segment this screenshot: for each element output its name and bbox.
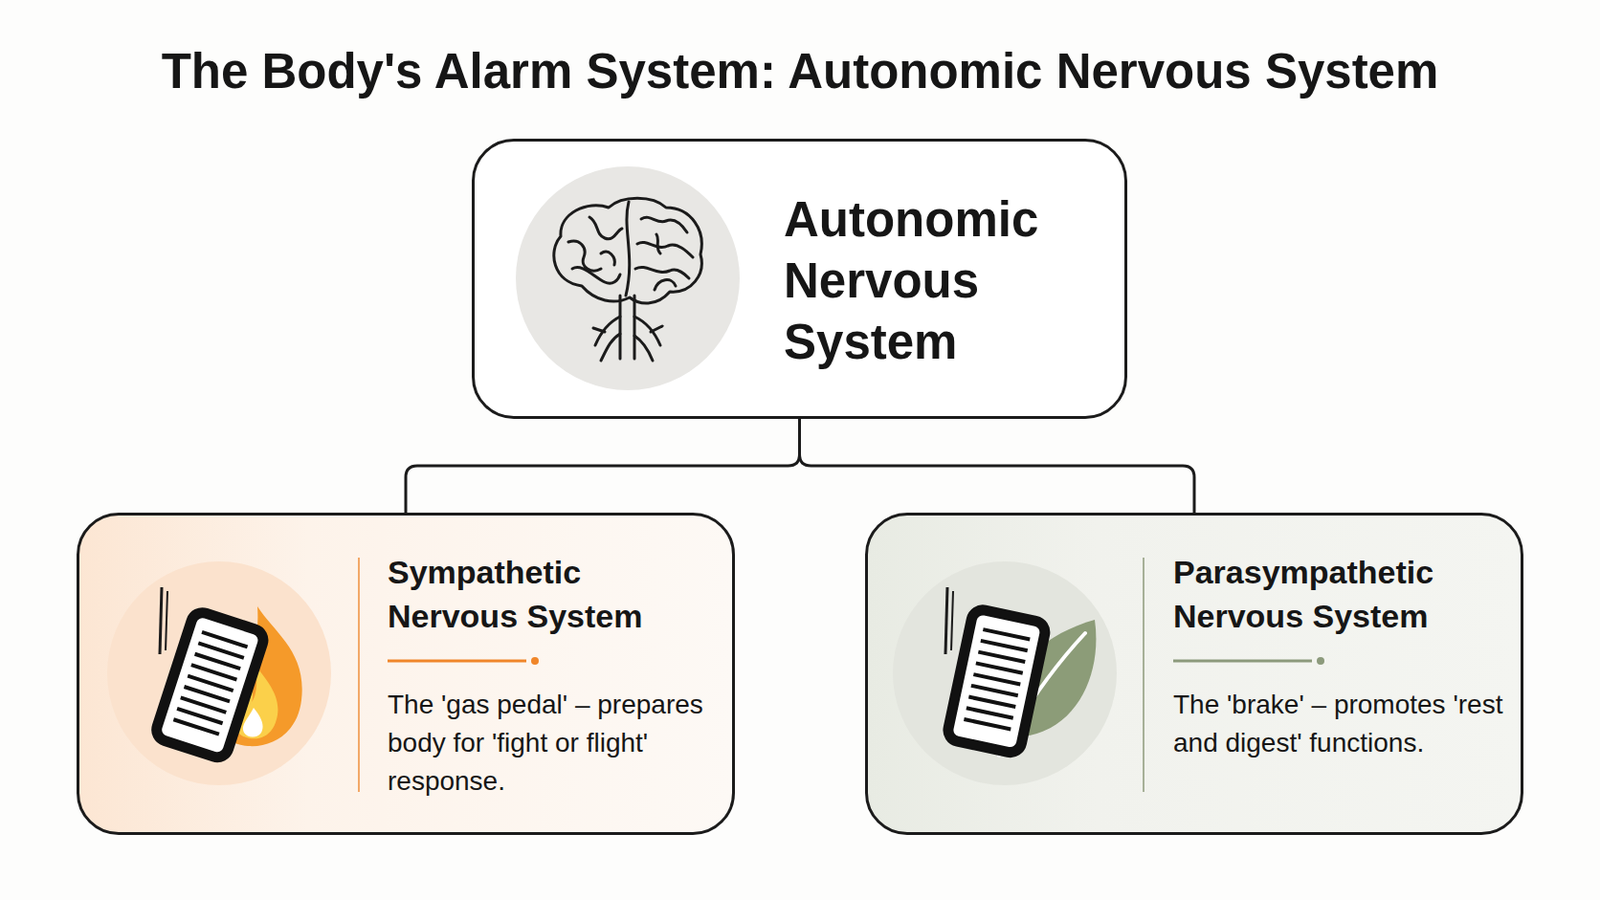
branch-box: Parasympathetic Nervous SystemThe 'brake…	[865, 512, 1524, 836]
tree-connector	[405, 419, 800, 513]
node-title: Autonomic Nervous System	[783, 189, 1100, 374]
node-heading: Sympathetic Nervous System	[387, 550, 713, 639]
node-body: The 'brake' – promotes 'rest and digest'…	[1173, 686, 1504, 763]
branch-box: Sympathetic Nervous SystemThe 'gas pedal…	[76, 512, 735, 836]
root-box: Autonomic Nervous System	[471, 138, 1128, 420]
diagram-title: The Body's Alarm System: Autonomic Nervo…	[0, 42, 1600, 102]
node-body: The 'gas pedal' – prepares body for 'fig…	[387, 686, 718, 801]
node-heading: Parasympathetic Nervous System	[1173, 550, 1504, 639]
tree-connector	[800, 419, 1196, 513]
